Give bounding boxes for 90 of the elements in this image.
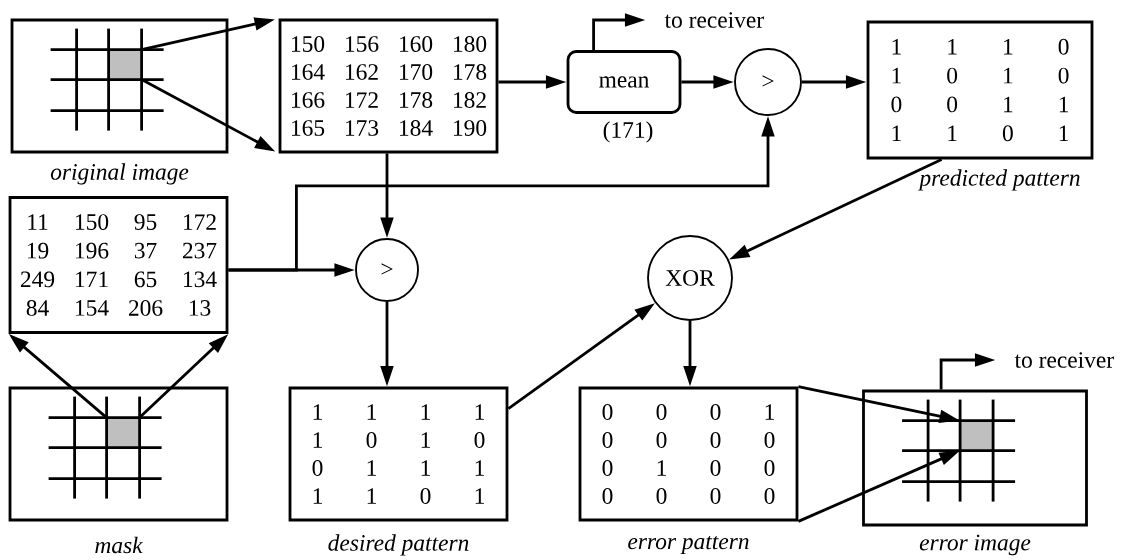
matrix-value: 1 — [1004, 39, 1013, 55]
matrix-value: 162 — [346, 64, 378, 80]
matrix-value: 1 — [948, 39, 957, 55]
node-label: original image — [50, 163, 189, 185]
matrix-value: 1 — [892, 39, 901, 55]
matrix-value: 166 — [292, 92, 325, 108]
matrix-value: 0 — [656, 404, 667, 420]
node-label: mask — [95, 536, 143, 554]
matrix-value: 0 — [366, 432, 377, 448]
matrix-value: 1 — [657, 460, 666, 476]
matrix-value: 249 — [20, 271, 55, 288]
matrix-value: 1 — [313, 432, 322, 448]
matrix-value: 19 — [27, 242, 49, 259]
matrix-value: 1 — [421, 432, 430, 448]
matrix-value: 0 — [602, 404, 613, 420]
matrix-value: 0 — [764, 488, 775, 504]
matrix-value: 154 — [76, 300, 109, 316]
matrix-value: 11 — [28, 214, 48, 230]
matrix-value: 180 — [454, 36, 487, 52]
matrix-value: 0 — [656, 432, 667, 448]
matrix-value: 182 — [454, 92, 486, 108]
matrix-value: 172 — [346, 92, 378, 108]
output-label: to receiver — [664, 12, 764, 28]
matrix-value: 165 — [292, 120, 325, 136]
matrix-value: 1 — [367, 404, 376, 420]
matrix-value: 150 — [76, 214, 109, 230]
matrix-value: 171 — [76, 271, 108, 288]
matrix-value: 13 — [189, 300, 211, 316]
matrix-value: 1 — [765, 404, 774, 420]
matrix-value: 1 — [1059, 125, 1069, 141]
matrix-value: 0 — [710, 460, 721, 476]
matrix-value: 0 — [710, 488, 721, 504]
matrix-value: 160 — [400, 36, 433, 52]
matrix-value: 84 — [26, 300, 49, 316]
matrix-value: 0 — [656, 488, 667, 504]
matrix-value: 164 — [292, 64, 325, 80]
matrix-value: 0 — [420, 488, 431, 504]
node-label: error pattern — [628, 535, 749, 555]
matrix-value: 170 — [400, 64, 433, 80]
matrix-value: 237 — [182, 242, 217, 259]
matrix-value: 1 — [1004, 67, 1013, 84]
matrix-value: 196 — [76, 242, 109, 259]
matrix-value: 1 — [313, 488, 322, 504]
matrix-value: 0 — [710, 404, 721, 420]
process-box: mean — [566, 50, 682, 114]
matrix-value: 1 — [1059, 96, 1069, 113]
matrix-value: 1 — [892, 67, 901, 84]
matrix-value: 206 — [128, 300, 163, 316]
matrix-value: 0 — [602, 488, 613, 504]
matrix-value: 1 — [367, 488, 376, 504]
matrix-value: 1 — [948, 125, 957, 141]
matrix-value: 0 — [891, 96, 902, 113]
matrix-value: 1 — [475, 460, 484, 476]
matrix-value: 0 — [764, 432, 775, 448]
matrix-value: 0 — [602, 460, 613, 476]
node-label: error image — [919, 534, 1031, 556]
matrix-value: 1 — [892, 125, 901, 141]
matrix-value: 0 — [947, 96, 958, 113]
matrix-value: 65 — [134, 271, 157, 288]
output-label: to receiver — [1014, 352, 1114, 368]
matrix-value: 0 — [1002, 125, 1013, 142]
matrix-value: 1 — [367, 460, 376, 476]
node-label: desired pattern — [328, 534, 469, 556]
node-label: predicted pattern — [918, 169, 1080, 191]
matrix-value: 0 — [1058, 38, 1069, 55]
matrix-value: 1 — [475, 404, 484, 420]
matrix-value: 37 — [134, 242, 157, 259]
matrix-value: 1 — [313, 404, 322, 420]
matrix-value: 178 — [454, 64, 487, 80]
matrix-value: 173 — [346, 120, 379, 136]
matrix-value: 0 — [947, 67, 958, 84]
matrix-value: 0 — [602, 432, 613, 448]
matrix-value: 0 — [474, 432, 485, 448]
matrix-value: 0 — [1058, 67, 1069, 84]
matrix-value: 1 — [421, 460, 430, 476]
matrix-value: 178 — [400, 92, 433, 108]
matrix-value: 1 — [421, 404, 430, 420]
matrix-value: 0 — [710, 432, 721, 448]
matrix-value: 134 — [184, 271, 217, 288]
matrix-value: 190 — [454, 120, 487, 136]
matrix-value: 1 — [1004, 96, 1013, 113]
value-label: (171) — [603, 121, 653, 143]
matrix-value: 0 — [312, 460, 323, 476]
matrix-value: 0 — [764, 460, 775, 476]
matrix-value: 184 — [400, 120, 433, 136]
matrix-value: 172 — [184, 214, 216, 230]
matrix-value: 150 — [292, 36, 325, 52]
matrix-value: 1 — [475, 488, 484, 504]
matrix-value: 156 — [346, 36, 379, 52]
matrix-value: 95 — [134, 214, 157, 230]
